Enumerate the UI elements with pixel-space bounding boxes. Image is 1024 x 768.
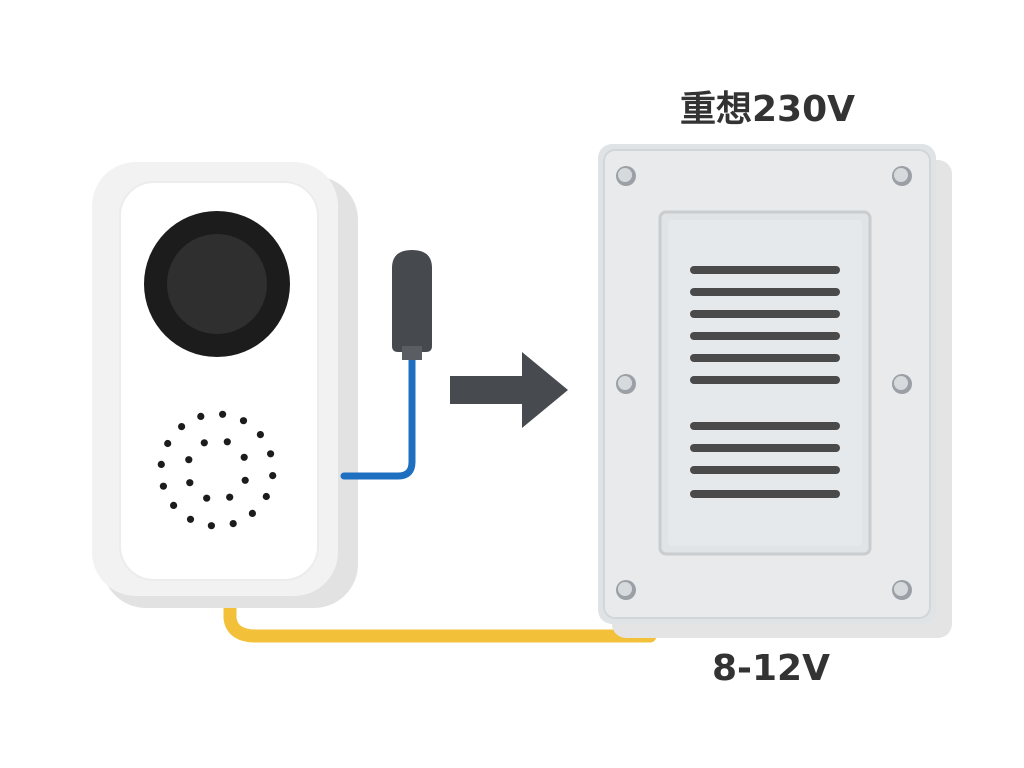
screw-icon xyxy=(892,580,912,600)
speaker-dot xyxy=(157,460,165,468)
screw-icon xyxy=(616,580,636,600)
speaker-dot xyxy=(269,472,277,480)
speaker-dot xyxy=(200,439,208,447)
screw-icon xyxy=(616,166,636,186)
screws xyxy=(616,166,912,600)
low-voltage-label: 8-12V xyxy=(712,648,830,689)
speaker-grille-icon xyxy=(157,410,277,530)
blue-wire xyxy=(340,346,416,480)
speaker-dot xyxy=(186,479,194,487)
speaker-dot xyxy=(170,501,178,509)
speaker-dot xyxy=(223,438,231,446)
speaker-dot xyxy=(267,450,275,458)
speaker-dot xyxy=(226,493,234,501)
speaker-dot xyxy=(240,453,248,461)
yellow-wire xyxy=(223,591,657,643)
vent-slots xyxy=(690,266,840,498)
doorbell-unit-icon xyxy=(92,162,358,608)
speaker-dot xyxy=(203,494,211,502)
screw-icon xyxy=(892,374,912,394)
speaker-dot xyxy=(186,515,195,523)
speaker-dot xyxy=(159,482,167,490)
mains-voltage-label: 重想230V xyxy=(680,89,856,130)
speaker-dot xyxy=(207,522,215,530)
speaker-dot xyxy=(248,509,256,517)
screw-icon xyxy=(616,374,636,394)
speaker-dot xyxy=(197,412,205,420)
arrow-right-icon xyxy=(450,352,568,428)
screw-icon xyxy=(892,166,912,186)
speaker-dot xyxy=(239,417,248,425)
speaker-dot xyxy=(178,423,186,431)
speaker-dot xyxy=(262,492,270,501)
camera-lens-icon xyxy=(144,211,290,357)
speaker-dot xyxy=(241,476,249,484)
speaker-dot xyxy=(219,410,227,418)
speaker-dot xyxy=(185,456,193,464)
speaker-dot xyxy=(229,520,237,528)
speaker-dot xyxy=(256,431,264,439)
plug-connector-icon xyxy=(392,250,432,360)
transformer-box-icon xyxy=(598,144,952,638)
speaker-dot xyxy=(164,439,172,448)
